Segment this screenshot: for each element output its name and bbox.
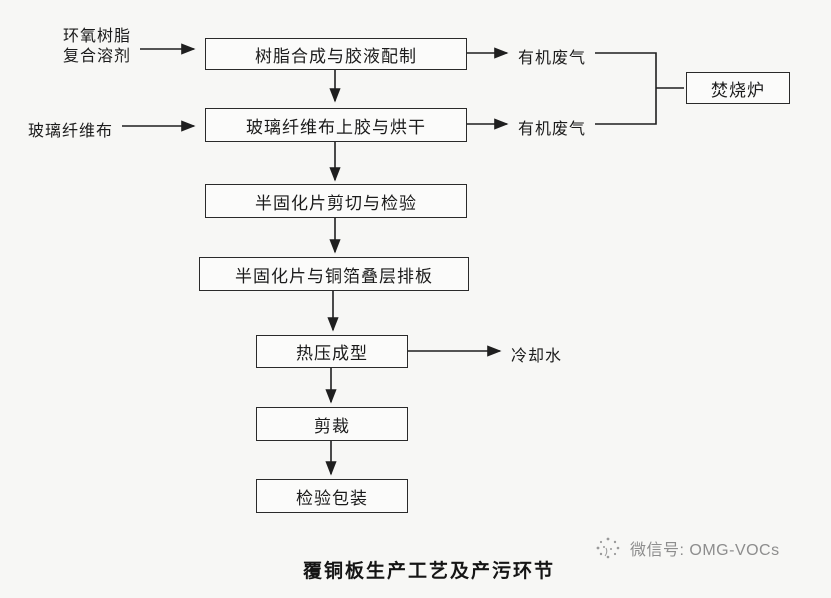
dandelion-sparkle-icon: [596, 537, 620, 559]
step-trimming: 剪裁: [256, 407, 408, 441]
input-epoxy-line2: 复合溶剂: [62, 48, 131, 65]
watermark-text: 微信号: OMG-VOCs: [630, 542, 780, 559]
step-lamination-layup: 半固化片与铜箔叠层排板: [199, 257, 469, 291]
diagram-title: 覆铜板生产工艺及产污环节: [303, 561, 556, 582]
step-resin-synthesis: 树脂合成与胶液配制: [205, 38, 467, 70]
input-epoxy-resin-solvent: 环氧树脂 复合溶剂: [56, 27, 138, 67]
output-organic-waste-gas-1: 有机废气: [518, 50, 587, 67]
step-inspection-packaging: 检验包装: [256, 479, 408, 513]
step-cloth-gluing-drying: 玻璃纤维布上胶与烘干: [205, 108, 467, 142]
output-cooling-water: 冷却水: [511, 348, 563, 365]
watermark: 微信号: OMG-VOCs: [592, 533, 780, 563]
input-glass-fiber-cloth: 玻璃纤维布: [28, 123, 114, 140]
incinerator-box: 焚烧炉: [686, 72, 790, 104]
step-hot-press-forming: 热压成型: [256, 335, 408, 368]
step-prepreg-cutting-inspection: 半固化片剪切与检验: [205, 184, 467, 218]
output-organic-waste-gas-2: 有机废气: [518, 121, 587, 138]
input-epoxy-line1: 环氧树脂: [62, 28, 131, 45]
